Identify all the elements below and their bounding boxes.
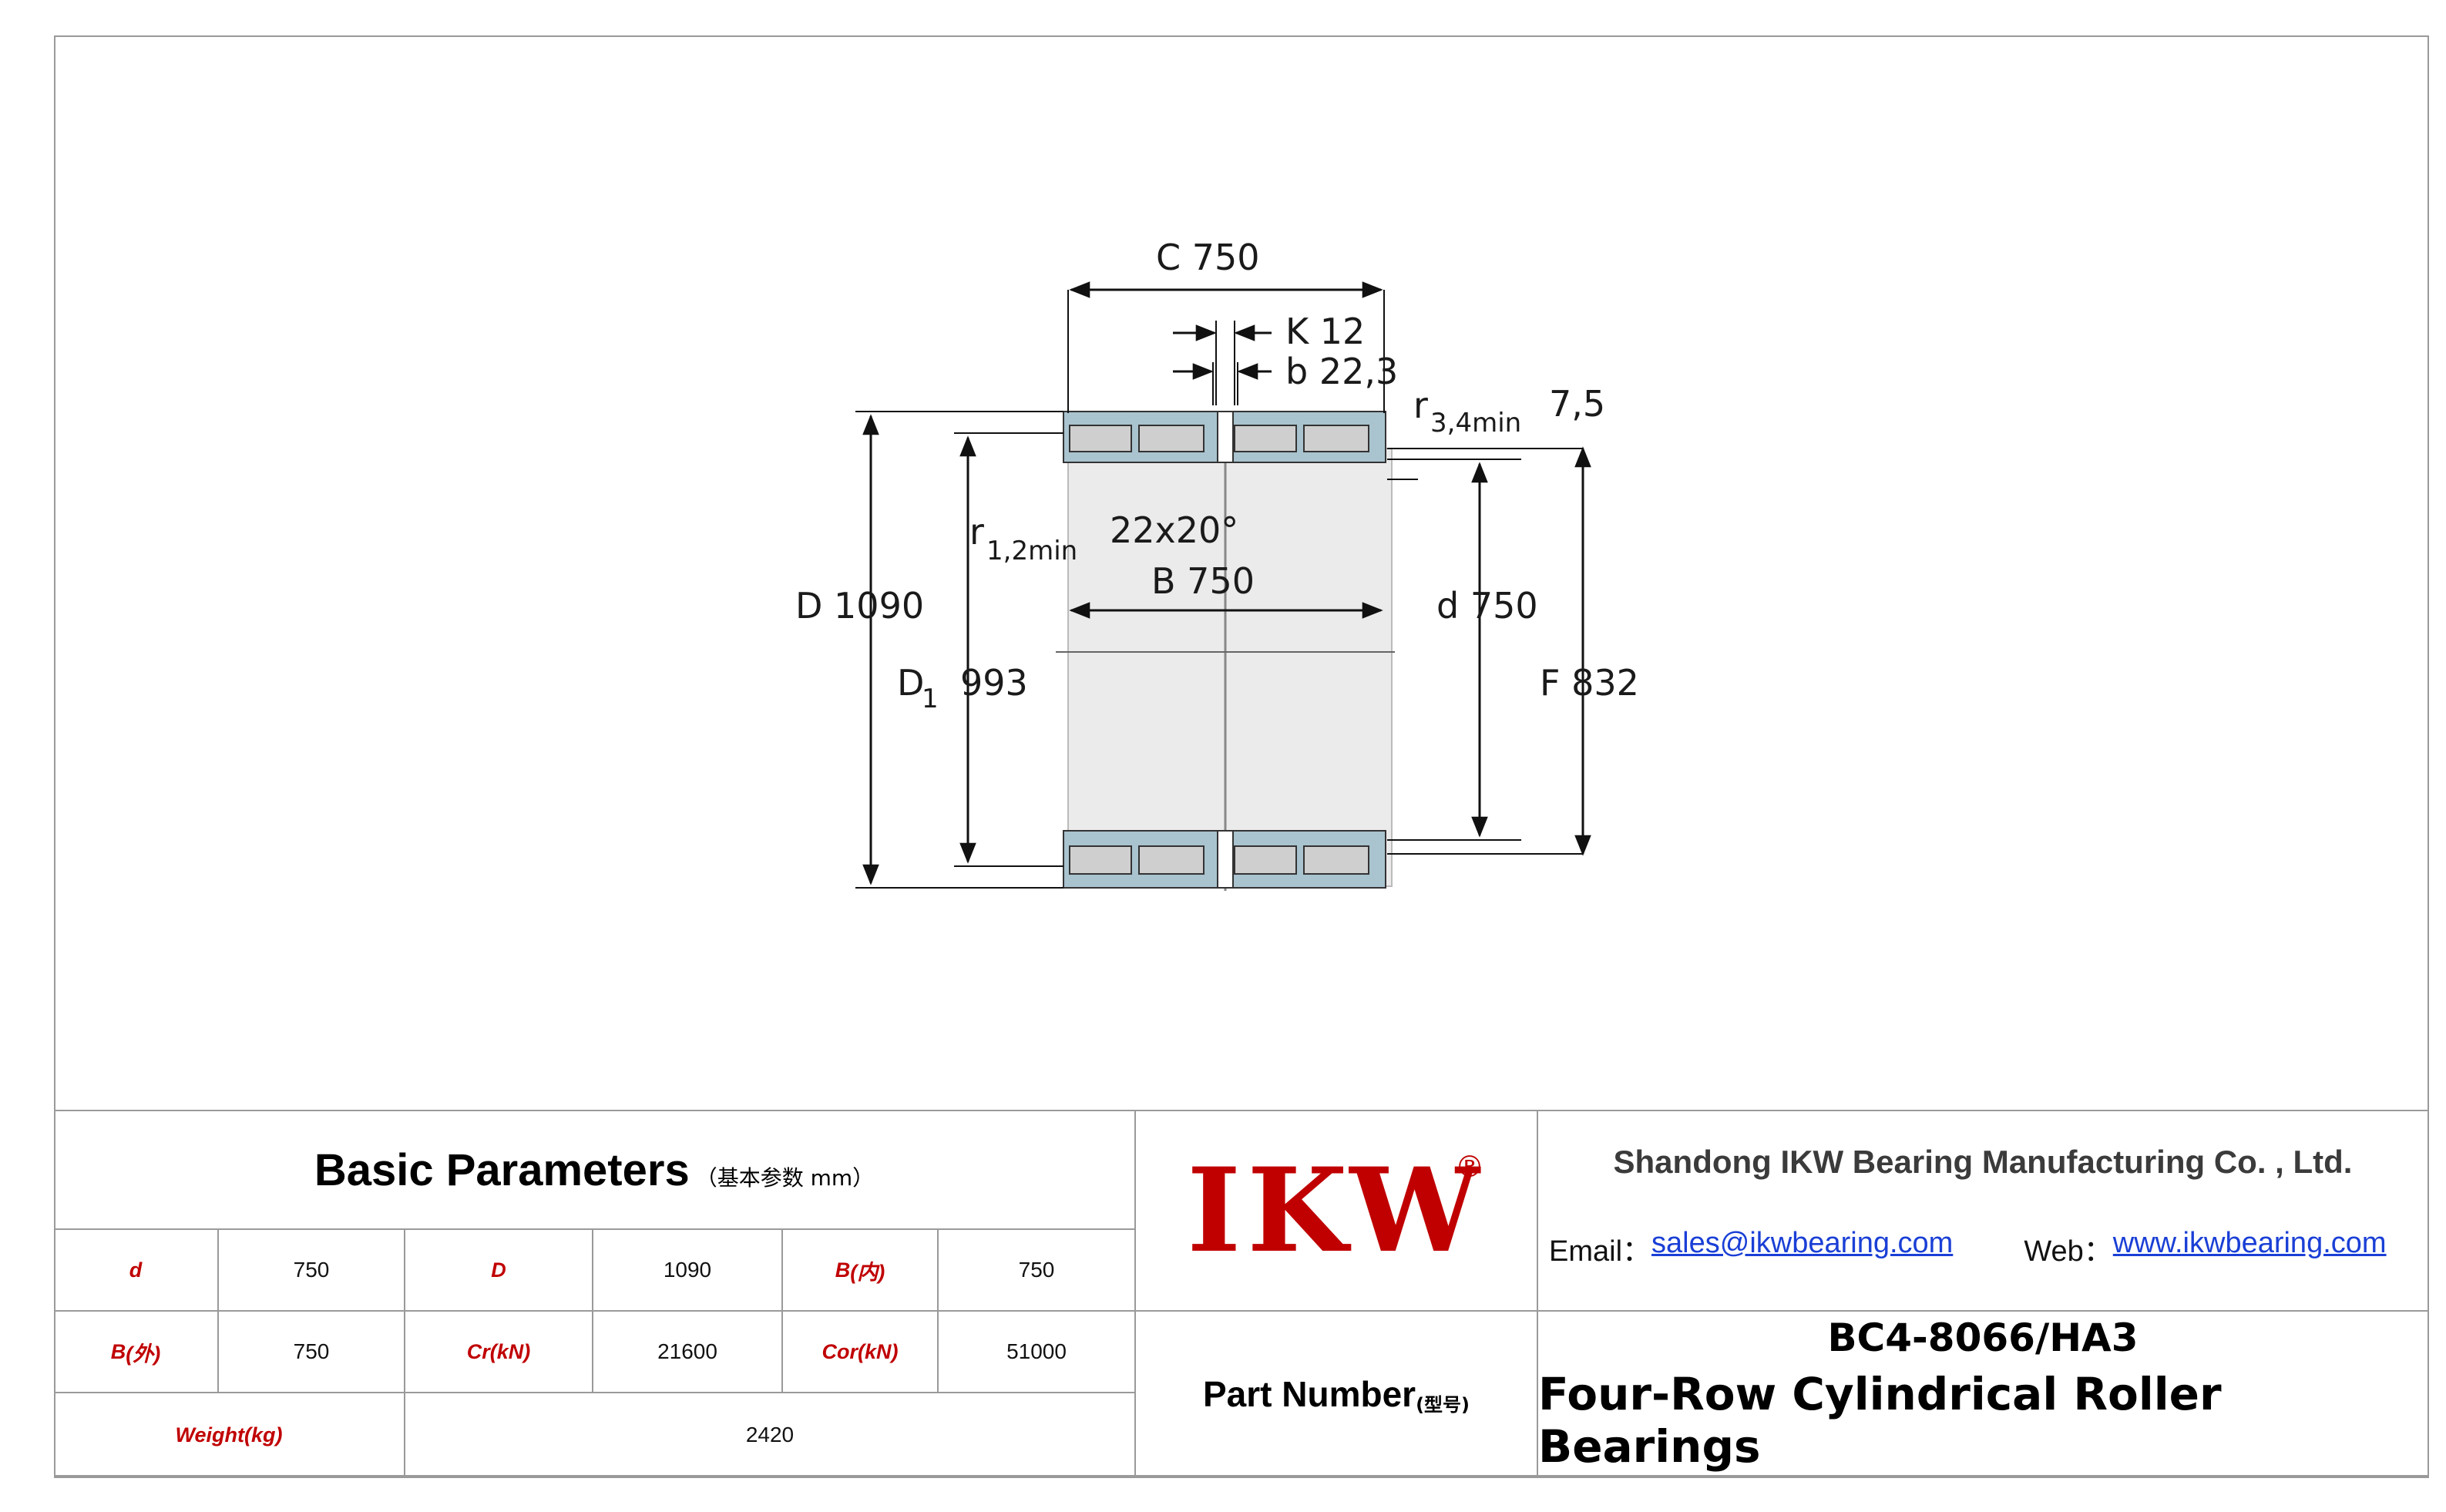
dim-label-K: K 12	[1285, 311, 1365, 352]
info-table: Basic Parameters （基本参数 mm） d 750 D 1090 …	[54, 1110, 2429, 1478]
dim-label-D1-value: 993	[960, 662, 1028, 704]
dim-label-F: F 832	[1540, 662, 1639, 704]
param-label-unit: (kg)	[244, 1423, 283, 1446]
dim-label-r34: r	[1413, 385, 1428, 426]
param-value-B-outer: 750	[219, 1312, 405, 1393]
product-cell: BC4-8066/HA3 Four-Row Cylindrical Roller…	[1538, 1312, 2429, 1478]
web-link[interactable]: www.ikwbearing.com	[2112, 1227, 2387, 1259]
basic-parameters-subtitle: （基本参数 mm）	[695, 1165, 875, 1191]
param-label-text: B	[110, 1339, 126, 1363]
dim-label-D1-sub: 1	[922, 684, 939, 714]
drawing-sheet	[54, 35, 2429, 1477]
param-label-weight: Weight (kg)	[54, 1393, 405, 1478]
basic-parameters-title: Basic Parameters	[314, 1144, 690, 1195]
product-model: BC4-8066/HA3	[1827, 1315, 2139, 1360]
dim-label-r12-sub: 1,2min	[986, 536, 1077, 566]
param-label-B-inner: B (内)	[783, 1230, 939, 1312]
param-value-Cor: 51000	[939, 1312, 1136, 1393]
part-number-sublabel: (型号)	[1416, 1393, 1470, 1416]
param-label-text: B	[835, 1258, 851, 1282]
param-label-text: D	[491, 1258, 506, 1282]
param-label-unit: (内)	[850, 1260, 885, 1284]
param-label-Cor: Cor (kN)	[783, 1312, 939, 1393]
extension-lines	[855, 290, 1521, 889]
dim-label-r34-value: 7,5	[1549, 383, 1605, 425]
param-value-text: 21600	[657, 1339, 717, 1363]
param-value-weight: 2420	[405, 1393, 1136, 1478]
email-link[interactable]: sales@ikwbearing.com	[1651, 1227, 1954, 1259]
dim-label-D1: D	[897, 662, 924, 704]
ikw-logo: IKW	[1187, 1143, 1486, 1278]
param-label-text: Cor	[821, 1339, 858, 1363]
contact-row: Email： sales@ikwbearing.com Web： www.ikw…	[1538, 1227, 2428, 1269]
tick-lines	[1212, 321, 1583, 855]
dim-label-chamfer: 22x20°	[1110, 509, 1238, 551]
dim-label-B: B 750	[1151, 560, 1255, 602]
param-label-text: d	[129, 1258, 143, 1282]
basic-parameters-header: Basic Parameters （基本参数 mm）	[54, 1111, 1136, 1230]
part-number-label-cell: Part Number (型号)	[1136, 1312, 1538, 1478]
dimension-lines	[862, 281, 1591, 885]
logo-cell: IKW	[1136, 1111, 1538, 1312]
param-value-text: 750	[293, 1258, 330, 1282]
param-label-d: d	[54, 1230, 219, 1312]
dim-label-D: D 1090	[795, 585, 924, 627]
param-value-Cr: 21600	[593, 1312, 783, 1393]
param-label-unit: (kN)	[858, 1339, 899, 1363]
company-name: Shandong IKW Bearing Manufacturing Co. ,…	[1613, 1144, 2353, 1180]
bottom-roller-set	[1063, 830, 1386, 889]
param-label-text: Cr	[466, 1339, 490, 1363]
company-name-row: Shandong IKW Bearing Manufacturing Co. ,…	[1538, 1144, 2428, 1181]
email-label: Email：	[1549, 1235, 1652, 1268]
param-value-text: 750	[293, 1339, 330, 1363]
param-label-Cr: Cr (kN)	[405, 1312, 593, 1393]
param-value-text: 2420	[745, 1423, 795, 1446]
param-label-B-outer: B (外)	[54, 1312, 219, 1393]
param-value-text: 750	[1018, 1258, 1055, 1282]
param-label-unit: (kN)	[489, 1339, 531, 1363]
contact-spacer	[1953, 1227, 2024, 1269]
param-value-D: 1090	[593, 1230, 783, 1312]
bearing-diagram: C 750 K 12 b 22,3 r 3,4min 7,5 D 1090 D …	[795, 237, 1639, 891]
top-roller-set	[1063, 411, 1386, 463]
dim-label-d: d 750	[1436, 585, 1538, 627]
dim-label-b: b 22,3	[1285, 351, 1398, 392]
param-value-text: 51000	[1006, 1339, 1067, 1363]
product-type: Four-Row Cylindrical Roller Bearings	[1538, 1368, 2222, 1473]
param-label-text: Weight	[175, 1423, 245, 1446]
param-label-unit: (外)	[126, 1342, 161, 1366]
registered-mark-icon: ®	[1455, 1150, 1484, 1184]
param-value-text: 1090	[663, 1258, 712, 1282]
company-cell: Shandong IKW Bearing Manufacturing Co. ,…	[1538, 1111, 2429, 1312]
bearing-drawing: C 750 K 12 b 22,3 r 3,4min 7,5 D 1090 D …	[54, 35, 2429, 1110]
web-label: Web：	[2024, 1235, 2113, 1268]
param-value-d: 750	[219, 1230, 405, 1312]
part-number-label: Part Number	[1202, 1374, 1416, 1414]
param-label-D: D	[405, 1230, 593, 1312]
dim-label-r12: r	[969, 511, 984, 553]
param-value-B-inner: 750	[939, 1230, 1136, 1312]
dim-label-C: C 750	[1156, 237, 1260, 278]
dim-label-r34-sub: 3,4min	[1430, 408, 1521, 438]
